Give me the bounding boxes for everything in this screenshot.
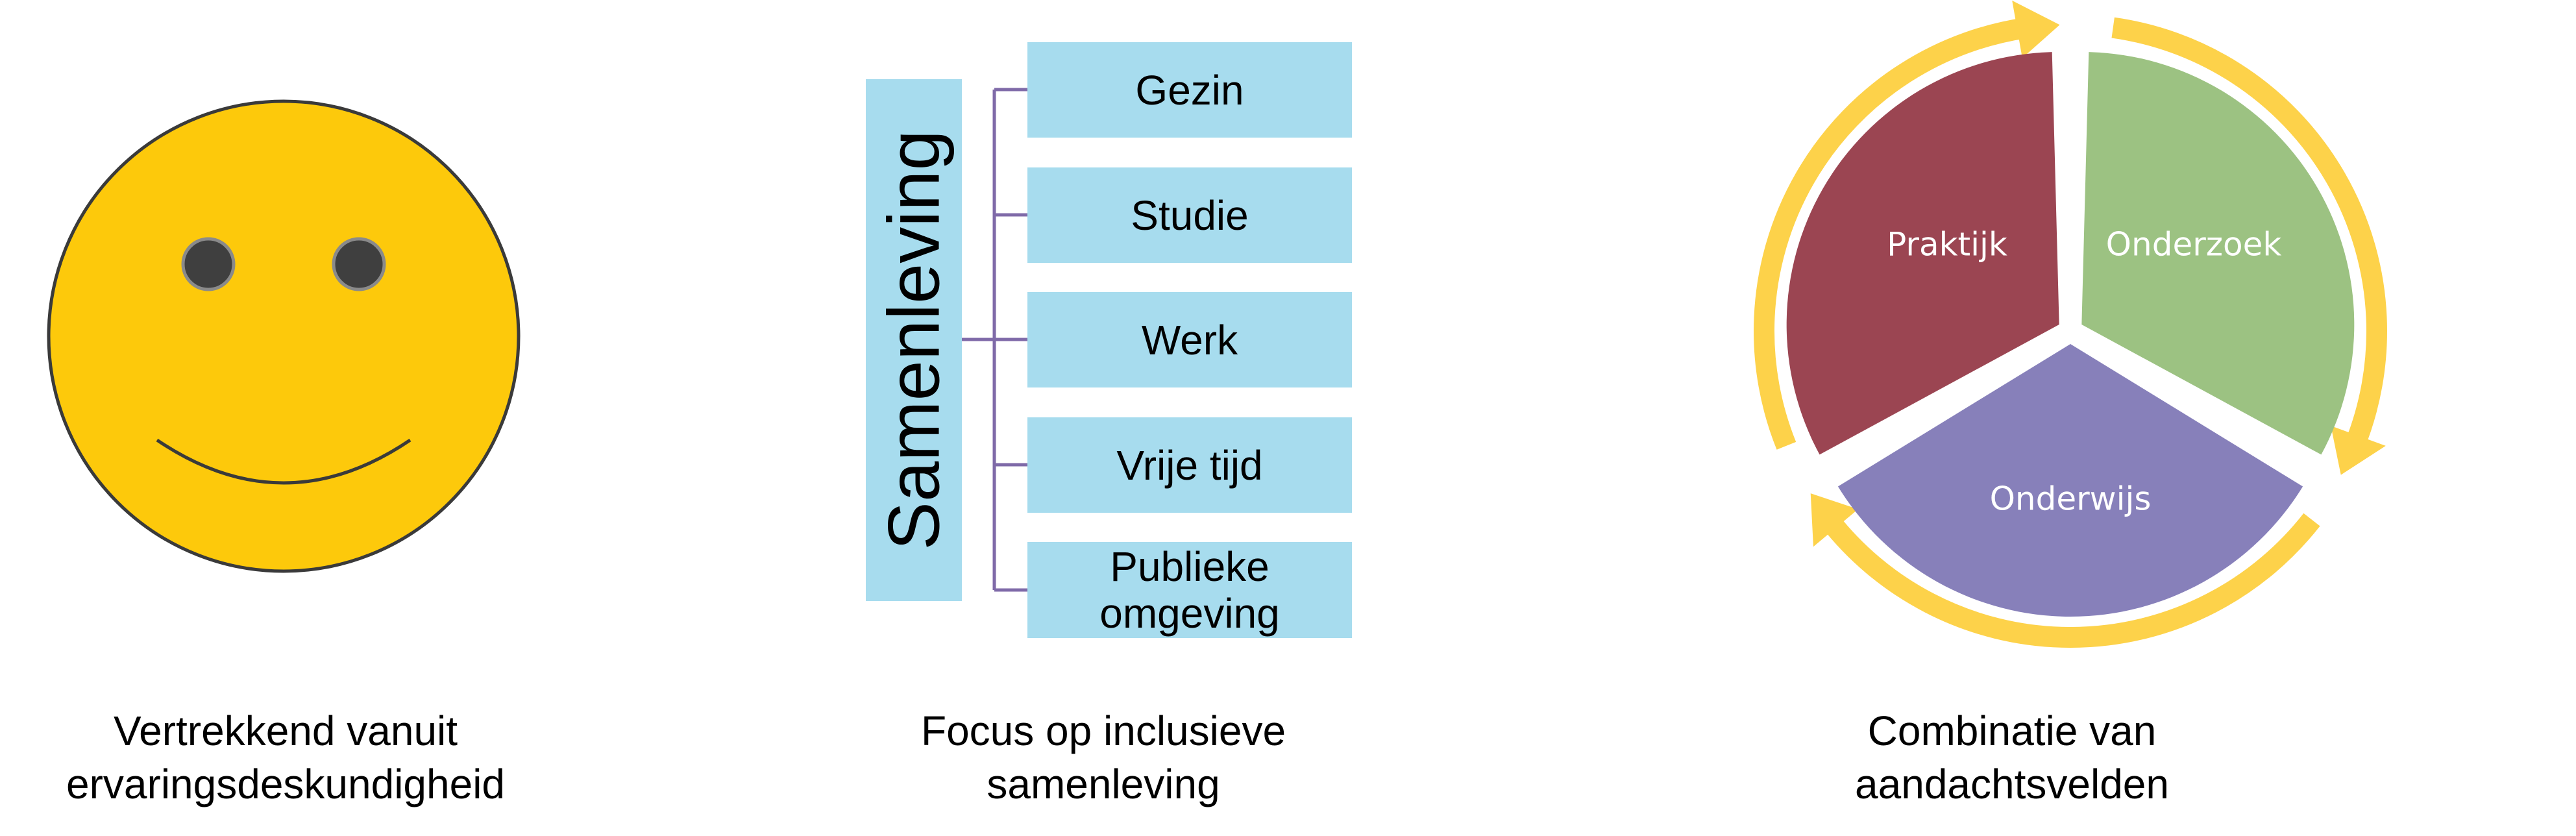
cycle-caption-line2: aandachtsvelden bbox=[1855, 761, 2169, 807]
society-caption-line1: Focus op inclusieve bbox=[920, 707, 1286, 754]
smiley-caption-line2: ervaringsdeskundigheid bbox=[66, 761, 505, 807]
item-vrije-tijd: Vrije tijd bbox=[1027, 417, 1352, 513]
item-werk-label: Werk bbox=[1141, 316, 1238, 363]
cycle-segment-praktijk bbox=[1786, 52, 2059, 455]
cycle-caption-line1: Combinatie van bbox=[1867, 707, 2157, 754]
smiley-caption: Vertrekkend vanuit ervaringsdeskundighei… bbox=[0, 704, 578, 811]
cycle-segment-onderwijs bbox=[1837, 344, 2303, 617]
cycle-arrow-arc bbox=[1821, 513, 2320, 648]
item-werk: Werk bbox=[1027, 292, 1352, 387]
item-vrije-tijd-label: Vrije tijd bbox=[1116, 441, 1263, 489]
smiley-panel: Vertrekkend vanuit ervaringsdeskundighei… bbox=[0, 0, 584, 836]
item-publieke-omgeving: Publieke omgeving bbox=[1027, 542, 1352, 638]
smiley-face-icon bbox=[47, 99, 521, 573]
cycle-label-onderwijs: Onderwijs bbox=[1990, 480, 2152, 518]
face-circle bbox=[47, 99, 521, 573]
cycle-arrow-head bbox=[2331, 426, 2386, 475]
item-studie: Studie bbox=[1027, 167, 1352, 263]
cycle-arrow-arc bbox=[1754, 17, 2030, 450]
right-eye bbox=[332, 237, 386, 291]
left-eye bbox=[181, 237, 236, 291]
bracket-connector bbox=[962, 88, 1027, 592]
cycle-arrow-head bbox=[2012, 0, 2060, 58]
item-gezin-label: Gezin bbox=[1135, 66, 1244, 114]
smiley-caption-line1: Vertrekkend vanuit bbox=[113, 707, 458, 754]
cycle-arrow-head bbox=[1810, 493, 1858, 547]
item-publieke-omgeving-label: Publieke omgeving bbox=[1099, 543, 1280, 637]
society-caption-line2: samenleving bbox=[987, 761, 1220, 807]
item-gezin: Gezin bbox=[1027, 42, 1352, 138]
cycle-arrow-arc bbox=[2111, 17, 2387, 450]
society-caption: Focus op inclusieve samenleving bbox=[811, 704, 1395, 811]
cycle-label-praktijk: Praktijk bbox=[1887, 226, 2007, 264]
cycle-caption: Combinatie van aandachtsvelden bbox=[1720, 704, 2304, 811]
mouth bbox=[156, 438, 411, 485]
item-studie-label: Studie bbox=[1131, 191, 1249, 239]
samenleving-box: Samenleving bbox=[866, 79, 962, 601]
cycle-label-onderzoek: Onderzoek bbox=[2106, 226, 2282, 264]
cycle-segment-onderzoek bbox=[2081, 52, 2355, 455]
society-panel: Samenleving Gezin Studie Werk Vrije tijd… bbox=[811, 0, 1460, 836]
